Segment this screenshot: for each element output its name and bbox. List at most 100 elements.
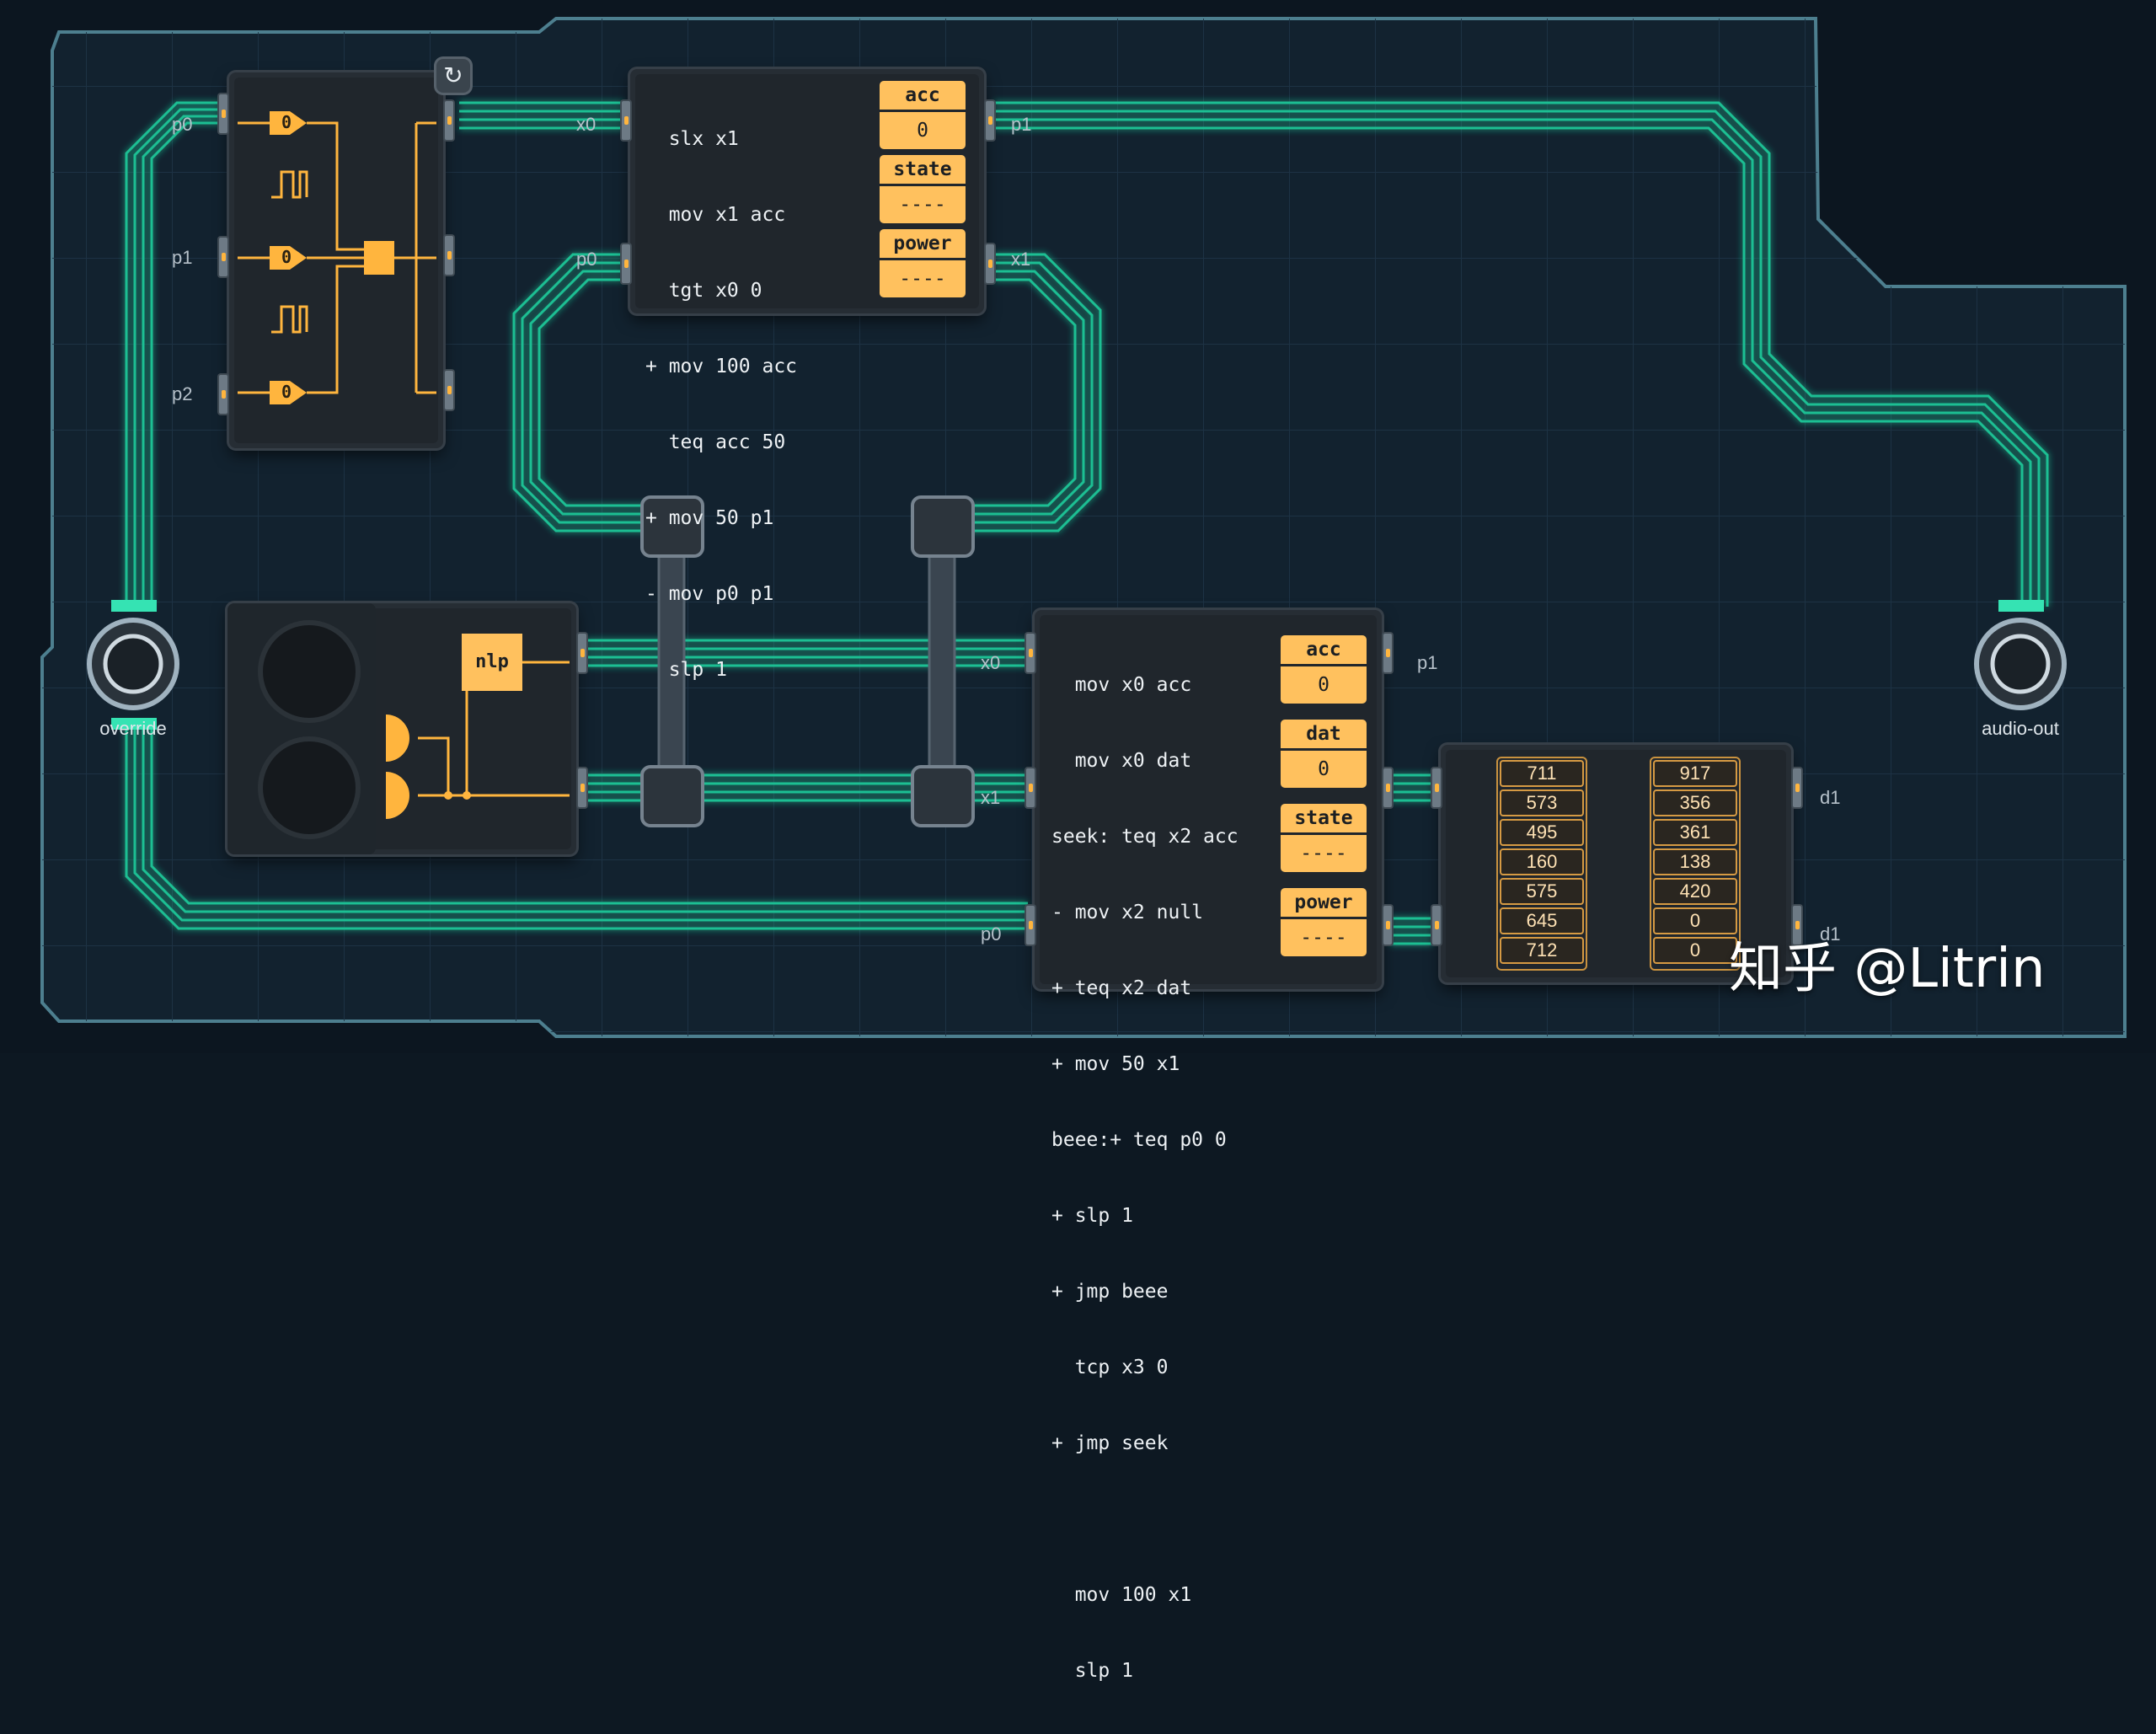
port-label-x0: x0: [576, 114, 597, 135]
register-power: power ----: [880, 229, 966, 298]
port-label-p0: p0: [172, 114, 193, 135]
port-pin[interactable]: [445, 101, 453, 140]
port-label-p1: p1: [1011, 114, 1032, 135]
memory-cell: 138: [1653, 848, 1737, 875]
register-value: ----: [1281, 835, 1367, 872]
code-line: beee:+ teq p0 0: [1051, 1129, 1227, 1151]
register-value: ----: [880, 186, 966, 223]
register-name: state: [880, 155, 966, 184]
port-label-p0: p0: [576, 249, 597, 270]
code-line: + jmp beee: [1051, 1281, 1169, 1303]
audio-out-label: audio-out: [1982, 718, 2059, 739]
memory-module[interactable]: 711 573 495 160 575 645 712 917 356 361 …: [1441, 745, 1791, 982]
code-line: seek: teq x2 acc: [1051, 826, 1238, 848]
register-acc: acc 0: [880, 81, 966, 150]
dac-value-1: 0: [281, 247, 292, 267]
port-pin[interactable]: [445, 371, 453, 409]
speaker-nlp-module[interactable]: nlp: [227, 603, 576, 854]
port-label-d1: d1: [1820, 787, 1841, 808]
code-editor-bottom[interactable]: mov x0 acc mov x0 dat seek: teq x2 acc -…: [1051, 622, 1238, 1734]
register-value: 0: [880, 112, 966, 149]
code-line: slx x1: [645, 128, 739, 150]
code-line: + teq x2 dat: [1051, 977, 1192, 999]
reset-icon[interactable]: ↻: [436, 59, 470, 93]
register-acc: acc 0: [1281, 635, 1367, 704]
port-pin[interactable]: [219, 238, 227, 276]
port-label-p1: p1: [172, 247, 193, 268]
port-pin[interactable]: [1793, 768, 1801, 807]
signal-generator-schematic: [238, 111, 436, 404]
port-label-p0: p0: [981, 923, 1002, 945]
port-pin[interactable]: [986, 244, 994, 283]
microcontroller-bottom[interactable]: mov x0 acc mov x0 dat seek: teq x2 acc -…: [1035, 610, 1382, 1682]
code-line: slp 1: [645, 659, 727, 681]
memory-cell: 917: [1653, 760, 1737, 787]
register-name: dat: [1281, 720, 1367, 748]
port-pin[interactable]: [1383, 634, 1392, 672]
wires: [125, 101, 2049, 945]
memory-cell: 356: [1653, 789, 1737, 816]
port-pin[interactable]: [986, 101, 994, 140]
code-editor-top[interactable]: slx x1 mov x1 acc tgt x0 0 + mov 100 acc…: [645, 76, 797, 733]
port-label-x1: x1: [981, 787, 1001, 808]
register-dat: dat 0: [1281, 720, 1367, 789]
port-pin[interactable]: [1432, 768, 1441, 807]
memory-cell: 645: [1500, 907, 1584, 934]
memory-cell: 495: [1500, 819, 1584, 846]
code-line: slp 1: [1051, 1660, 1133, 1682]
override-connector: [87, 600, 179, 730]
code-line: mov x1 acc: [645, 204, 786, 226]
port-pin[interactable]: [1793, 906, 1801, 945]
code-line: + mov 50 p1: [645, 507, 774, 529]
port-label-p1: p1: [1417, 652, 1438, 673]
register-name: acc: [1281, 635, 1367, 664]
watermark: 知乎 @Litrin: [1729, 938, 2046, 1000]
port-pin[interactable]: [219, 375, 227, 414]
code-line: + mov 50 x1: [1051, 1053, 1180, 1075]
nlp-chip-label: nlp: [462, 634, 522, 691]
port-pin[interactable]: [622, 101, 630, 140]
bridge-bars: [640, 495, 975, 827]
port-pin[interactable]: [578, 634, 586, 672]
memory-cell: 361: [1653, 819, 1737, 846]
dac-value-2: 0: [281, 382, 292, 402]
register-name: state: [1281, 804, 1367, 832]
memory-cell: 420: [1653, 878, 1737, 905]
port-pin[interactable]: [1026, 906, 1035, 945]
override-label: override: [99, 718, 167, 739]
port-pin[interactable]: [219, 94, 227, 133]
register-name: power: [1281, 888, 1367, 917]
code-line: tgt x0 0: [645, 280, 762, 302]
port-label-x1: x1: [1011, 249, 1031, 270]
code-line: mov 100 x1: [1051, 1584, 1192, 1606]
memory-cell: 0: [1653, 907, 1737, 934]
port-pin[interactable]: [578, 768, 586, 807]
code-line: [1051, 1507, 1238, 1532]
memory-cell: 711: [1500, 760, 1584, 787]
code-line: teq acc 50: [645, 431, 786, 453]
speaker-icon: [263, 741, 356, 834]
port-pin[interactable]: [1026, 634, 1035, 672]
memory-bank-left: [1496, 757, 1587, 971]
signal-generator[interactable]: 0 0 0: [229, 72, 443, 448]
port-pin[interactable]: [1432, 906, 1441, 945]
memory-bank-right: [1650, 757, 1741, 971]
port-pin[interactable]: [1383, 906, 1392, 945]
port-pin[interactable]: [1026, 768, 1035, 807]
memory-cell: 573: [1500, 789, 1584, 816]
port-label-x0: x0: [981, 652, 1001, 673]
code-line: mov x0 dat: [1051, 750, 1192, 772]
register-value: 0: [1281, 666, 1367, 704]
dac-value-0: 0: [281, 112, 292, 132]
port-pin[interactable]: [445, 236, 453, 275]
register-name: acc: [880, 81, 966, 110]
port-label-p2: p2: [172, 383, 193, 404]
register-value: ----: [1281, 919, 1367, 956]
register-state: state ----: [1281, 804, 1367, 873]
code-line: - mov x2 null: [1051, 902, 1204, 923]
port-pin[interactable]: [622, 244, 630, 283]
port-pin[interactable]: [1383, 768, 1392, 807]
microcontroller-top[interactable]: slx x1 mov x1 acc tgt x0 0 + mov 100 acc…: [630, 69, 984, 681]
register-name: power: [880, 229, 966, 258]
register-value: 0: [1281, 751, 1367, 788]
